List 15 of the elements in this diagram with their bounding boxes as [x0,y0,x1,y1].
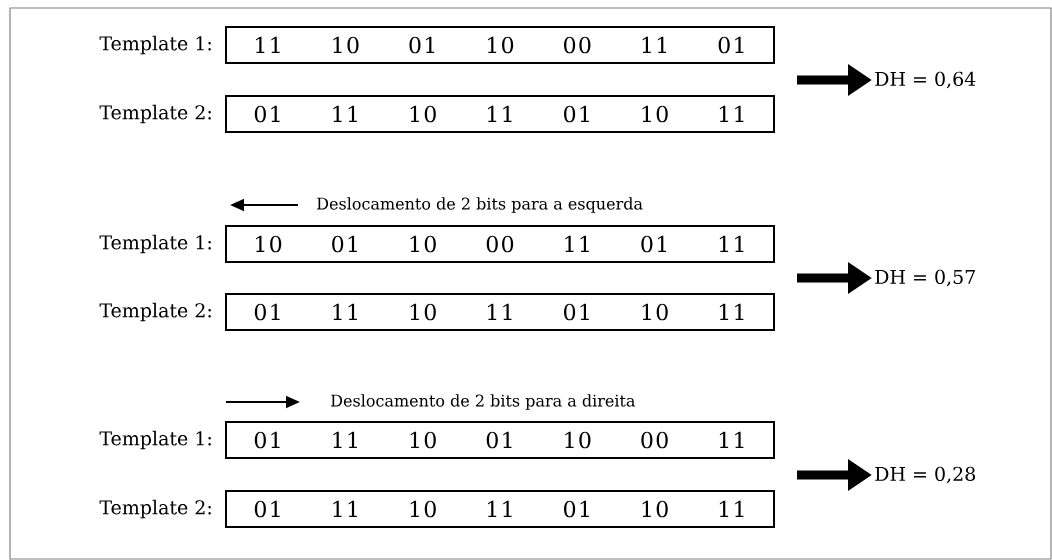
row-label: Template 1: [99,35,211,55]
row-label: Template 1: [99,234,211,254]
result-text: DH = 0,57 [875,269,975,287]
bit-box: 01 11 10 01 10 00 11 [225,421,775,459]
bit-box: 01 11 10 11 01 10 11 [225,95,775,133]
result-text: DH = 0,28 [875,466,975,484]
bit-box: 01 11 10 11 01 10 11 [225,293,775,331]
bit-box: 01 11 10 11 01 10 11 [225,490,775,528]
result-text: DH = 0,64 [875,71,976,89]
row-label: Template 2: [99,302,211,322]
bit-box: 10 01 10 00 11 01 11 [225,225,775,263]
row-label: Template 1: [99,430,211,450]
bit-box: 11 10 01 10 00 11 01 [225,26,775,64]
row-label: Template 2: [99,104,211,124]
row-label: Template 2: [99,499,211,519]
